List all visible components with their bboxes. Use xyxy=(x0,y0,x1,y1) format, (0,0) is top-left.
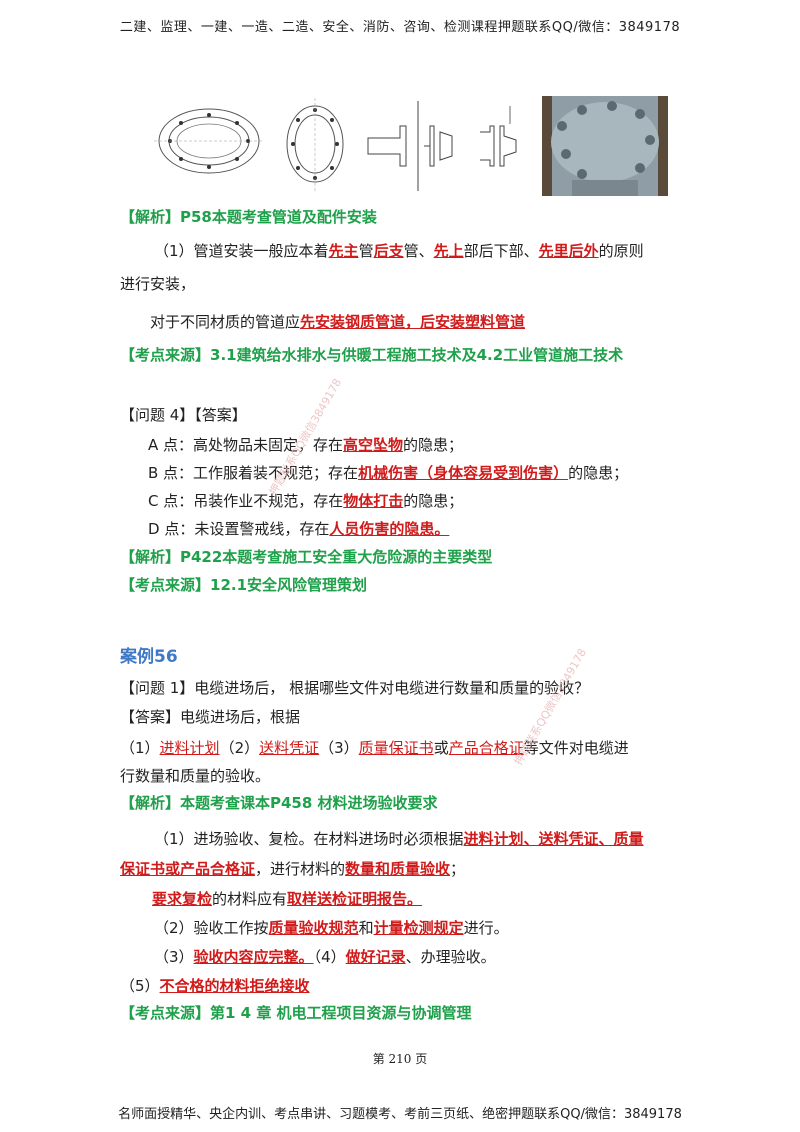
flange-drawing-2 xyxy=(286,98,344,192)
answer-line: A 点：高处物品未固定，存在高空坠物的隐患； xyxy=(148,436,464,454)
flange-drawing-1 xyxy=(154,108,264,174)
flange-photo xyxy=(542,96,668,196)
analysis-heading: 【解析】P58本题考查管道及配件安装 xyxy=(120,208,377,226)
flange-section-drawing xyxy=(367,101,517,191)
paragraph: （2）验收工作按质量验收规范和计量检测规定进行。 xyxy=(154,919,509,937)
question-title: 【问题 4】【答案】 xyxy=(120,406,247,424)
paragraph: 对于不同材质的管道应先安装钢质管道，后安装塑料管道 xyxy=(150,313,526,331)
case-title: 案例56 xyxy=(120,647,178,667)
page-number: 第 210 页 xyxy=(372,1052,428,1066)
answer-line: C 点：吊装作业不规范，存在物体打击的隐患； xyxy=(148,492,464,510)
source-heading: 【考点来源】3.1建筑给水排水与供暖工程施工技术及4.2工业管道施工技术 xyxy=(120,346,624,364)
answer-line: 【答案】电缆进场后，根据 xyxy=(120,708,301,726)
page-header: 二建、监理、一建、一造、二造、安全、消防、咨询、检测课程押题联系QQ/微信：38… xyxy=(119,20,681,35)
paragraph: （5）不合格的材料拒绝接收 xyxy=(120,977,310,995)
paragraph: 保证书或产品合格证，进行材料的数量和质量验收； xyxy=(120,860,466,878)
paragraph: （3）验收内容应完整。（4）做好记录、办理验收。 xyxy=(154,948,496,966)
paragraph: 要求复检的材料应有取样送检证明报告。 xyxy=(152,890,423,908)
answer-line: B 点：工作服着装不规范；存在机械伤害（身体容易受到伤害）的隐患； xyxy=(148,464,629,482)
paragraph: 进行安装， xyxy=(120,275,196,293)
page-footer: 名师面授精华、央企内训、考点串讲、习题模考、考前三页纸、绝密押题联系QQ/微信：… xyxy=(118,1107,682,1122)
answer-line: （1）进料计划（2）送料凭证（3）质量保证书或产品合格证等文件对电缆进 xyxy=(120,739,629,757)
answer-line: 行数量和质量的验收。 xyxy=(120,767,271,785)
source-heading: 【考点来源】第1 4 章 机电工程项目资源与协调管理 xyxy=(120,1004,472,1022)
analysis-heading: 【解析】P422本题考查施工安全重大危险源的主要类型 xyxy=(120,548,493,566)
analysis-heading: 【解析】本题考查课本P458 材料进场验收要求 xyxy=(120,794,438,812)
source-heading: 【考点来源】12.1安全风险管理策划 xyxy=(120,576,368,594)
paragraph: （1）进场验收、复检。在材料进场时必须根据进料计划、送料凭证、质量 xyxy=(154,830,644,848)
answer-line: D 点：未设置警戒线，存在人员伤害的隐患。 xyxy=(148,520,450,538)
paragraph: （1）管道安装一般应本着先主管后支管、先上部后下部、先里后外的原则 xyxy=(154,242,644,260)
question-title: 【问题 1】电缆进场后， 根据哪些文件对电缆进行数量和质量的验收？ xyxy=(120,679,590,697)
figure-strip xyxy=(150,96,670,200)
